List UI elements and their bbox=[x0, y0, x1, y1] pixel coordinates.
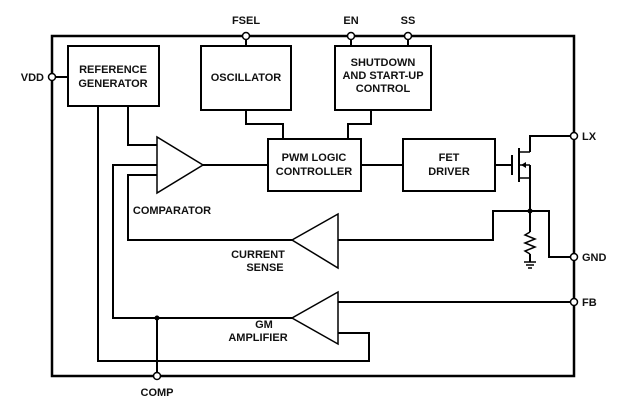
current-sense-to-comparator-wire bbox=[127, 174, 292, 241]
sense-to-amp-wire bbox=[338, 210, 530, 241]
comp-pin bbox=[152, 371, 162, 381]
lx-pin-label: LX bbox=[582, 131, 597, 143]
oscillator-block bbox=[200, 45, 292, 111]
current-sense-label-1: CURRENT bbox=[231, 249, 285, 261]
reference-generator-block bbox=[67, 45, 160, 107]
comp-pin-label: COMP bbox=[141, 387, 174, 399]
fet-driver-block bbox=[402, 138, 496, 192]
en-pin bbox=[346, 31, 356, 41]
ref-to-gm-wire bbox=[97, 106, 370, 362]
lx-pin bbox=[569, 131, 579, 141]
shutdown-label-2: AND START-UP bbox=[342, 70, 423, 82]
comparator-label: COMPARATOR bbox=[133, 205, 211, 217]
comparator-symbol bbox=[156, 135, 205, 195]
oscillator-label: OSCILLATOR bbox=[211, 72, 282, 84]
pwm-logic-label-2: CONTROLLER bbox=[276, 166, 352, 178]
fet-driver-label-1: FET bbox=[439, 152, 460, 164]
ref-to-comparator-wire bbox=[127, 106, 157, 146]
fb-pin-label: FB bbox=[582, 297, 597, 309]
fet-driver-label-2: DRIVER bbox=[428, 166, 470, 178]
fb-pin bbox=[569, 297, 579, 307]
pwm-logic-label-1: PWM LOGIC bbox=[282, 152, 347, 164]
gnd-wire bbox=[530, 210, 574, 258]
power-fet-symbol bbox=[511, 135, 574, 211]
vdd-pin bbox=[47, 72, 57, 82]
fsel-pin-label: FSEL bbox=[232, 15, 260, 27]
ss-pin-label: SS bbox=[401, 15, 416, 27]
fsel-pin bbox=[241, 31, 251, 41]
gm-amplifier-symbol bbox=[290, 290, 339, 346]
ss-pin bbox=[403, 31, 413, 41]
sense-resistor-icon bbox=[522, 231, 538, 255]
gm-amplifier-label-1: GM bbox=[255, 319, 273, 331]
gnd-pin bbox=[569, 252, 579, 262]
shutdown-label-1: SHUTDOWN bbox=[351, 57, 416, 69]
reference-generator-label-1: REFERENCE bbox=[79, 64, 147, 76]
shutdown-to-pwm-wire bbox=[347, 110, 372, 139]
pwm-logic-controller-block bbox=[267, 138, 362, 192]
osc-to-pwm-wire bbox=[245, 110, 284, 139]
vdd-pin-label: VDD bbox=[21, 72, 44, 84]
reference-generator-label-2: GENERATOR bbox=[78, 78, 147, 90]
shutdown-startup-block bbox=[334, 45, 432, 111]
shutdown-label-3: CONTROL bbox=[356, 83, 411, 95]
current-sense-label-2: SENSE bbox=[246, 262, 283, 274]
en-pin-label: EN bbox=[343, 15, 358, 27]
current-sense-amplifier-symbol bbox=[290, 212, 339, 270]
gm-amplifier-label-2: AMPLIFIER bbox=[228, 332, 287, 344]
gm-to-comparator-wire bbox=[112, 164, 157, 319]
gnd-pin-label: GND bbox=[582, 252, 607, 264]
ground-icon bbox=[524, 261, 536, 269]
